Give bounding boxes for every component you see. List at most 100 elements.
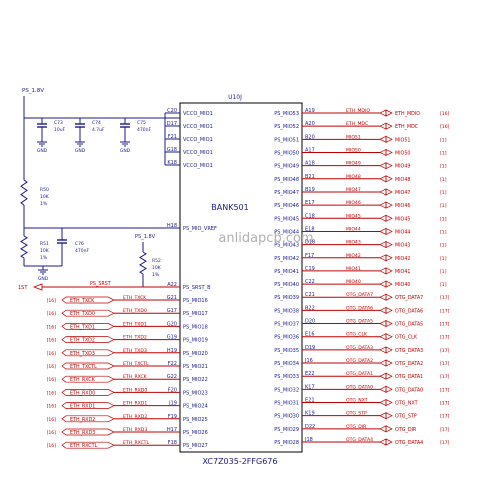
port-name: ETH_RXD0 — [70, 390, 95, 396]
pin-ball: E17 — [305, 200, 315, 206]
pin-ball: K18 — [167, 160, 177, 166]
cap-ref: C75 — [137, 120, 146, 126]
resistor-ref: R51 — [40, 241, 49, 247]
port-arrow — [385, 254, 393, 262]
port-name: ETH_MDC — [395, 124, 419, 130]
chip-body — [179, 102, 303, 453]
pin-name: PS_MIO29 — [274, 427, 299, 433]
port-arrow — [379, 109, 387, 117]
net-label: ETH_RXD2 — [123, 414, 147, 420]
port-flag — [61, 296, 115, 304]
pin-name: PS_MIO_VREF — [183, 226, 217, 232]
port-name: OTG_DIR — [395, 427, 417, 433]
pin-ball: F19 — [168, 414, 177, 420]
pin-name: VCCO_MIO1 — [183, 124, 213, 130]
port-ref: [1] — [440, 216, 447, 222]
port-ref: [1] — [440, 203, 447, 209]
port-name: OTG_STP — [395, 414, 417, 420]
pin-name: PS_MIO51 — [274, 137, 299, 143]
chip-bank: BANK501 — [211, 203, 248, 212]
pin-name: PS_MIO48 — [274, 177, 299, 183]
port-name: ETH_RXD2 — [70, 417, 95, 423]
port-flag — [61, 336, 115, 343]
port-name: OTG_DATA0 — [395, 387, 423, 393]
net-label: ETH_MDC — [346, 121, 368, 127]
pin-ball: G19 — [167, 335, 177, 341]
net-label: OTG_DIR — [346, 424, 367, 430]
pin-ball: J19 — [168, 401, 177, 407]
ground-symbol: GND — [37, 138, 48, 154]
port-arrow — [379, 412, 387, 420]
pin-name: PS_MIO27 — [183, 443, 208, 449]
net-label: OTG_CLK — [346, 332, 368, 338]
net-label: OTG_DATA7 — [346, 292, 373, 298]
port-ref: [1] — [440, 150, 447, 156]
port-ref: [17] — [440, 308, 450, 314]
port-flag — [61, 375, 115, 383]
capacitor-symbol — [57, 239, 67, 244]
resistor-value: 10K — [40, 248, 50, 254]
pin-ball: F22 — [168, 361, 177, 367]
ground-symbol: GND — [38, 266, 49, 282]
pin-ball: G17 — [167, 308, 177, 314]
port-name: MIO41 — [395, 269, 410, 275]
pin-ball: C20 — [167, 108, 177, 114]
port-name: MIO45 — [395, 216, 410, 222]
pin-name: PS_MIO16 — [183, 298, 208, 304]
cap-ref: C76 — [75, 241, 84, 247]
port-arrow — [385, 385, 393, 393]
static-wiring: U10JBANK501XC7Z035-2FFG676anlidapcb.comP… — [18, 88, 314, 466]
pin-ball: F20 — [168, 387, 177, 393]
port-ref: [17] — [440, 374, 450, 380]
port-flag — [61, 402, 115, 409]
ground-label: GND — [37, 148, 48, 154]
ground-label: GND — [75, 148, 86, 154]
port-arrow — [385, 319, 393, 328]
net-label: OTG_DATA3 — [346, 345, 373, 351]
port-flag — [61, 362, 115, 370]
port-arrow — [385, 333, 393, 341]
port-arrow — [379, 372, 387, 380]
pin-name: PS_MIO40 — [274, 282, 299, 288]
pin-ball: D18 — [305, 240, 315, 246]
pin-ball: F17 — [305, 253, 314, 259]
pin-name: PS_MIO38 — [274, 308, 299, 314]
port-arrow — [379, 267, 387, 275]
port-arrow — [385, 425, 393, 433]
pin-name: PS_MIO49 — [274, 164, 299, 170]
port-ref: [16] — [47, 311, 57, 317]
port-name: MIO51 — [395, 137, 410, 143]
capacitor-symbol — [75, 123, 85, 128]
port-flag — [61, 389, 115, 396]
port-arrow — [379, 241, 387, 249]
port-name: ETH_TXD3 — [70, 351, 95, 357]
capacitor-symbol — [37, 123, 47, 128]
ground-symbol: GND — [75, 138, 86, 154]
net-label: ETH_RXD3 — [123, 427, 147, 433]
port-arrow — [385, 359, 393, 367]
port-arrow — [385, 280, 393, 288]
port-arrow — [385, 398, 393, 407]
port-name: ETH_RXD3 — [70, 430, 95, 436]
port-flag — [61, 428, 115, 436]
port-arrow — [385, 293, 393, 301]
port-name: ETH_RXD1 — [70, 404, 95, 410]
port-name: OTG_DATA6 — [395, 308, 423, 314]
net-label: ETH_MDIO — [346, 108, 370, 114]
pin-ball: D19 — [305, 345, 315, 351]
